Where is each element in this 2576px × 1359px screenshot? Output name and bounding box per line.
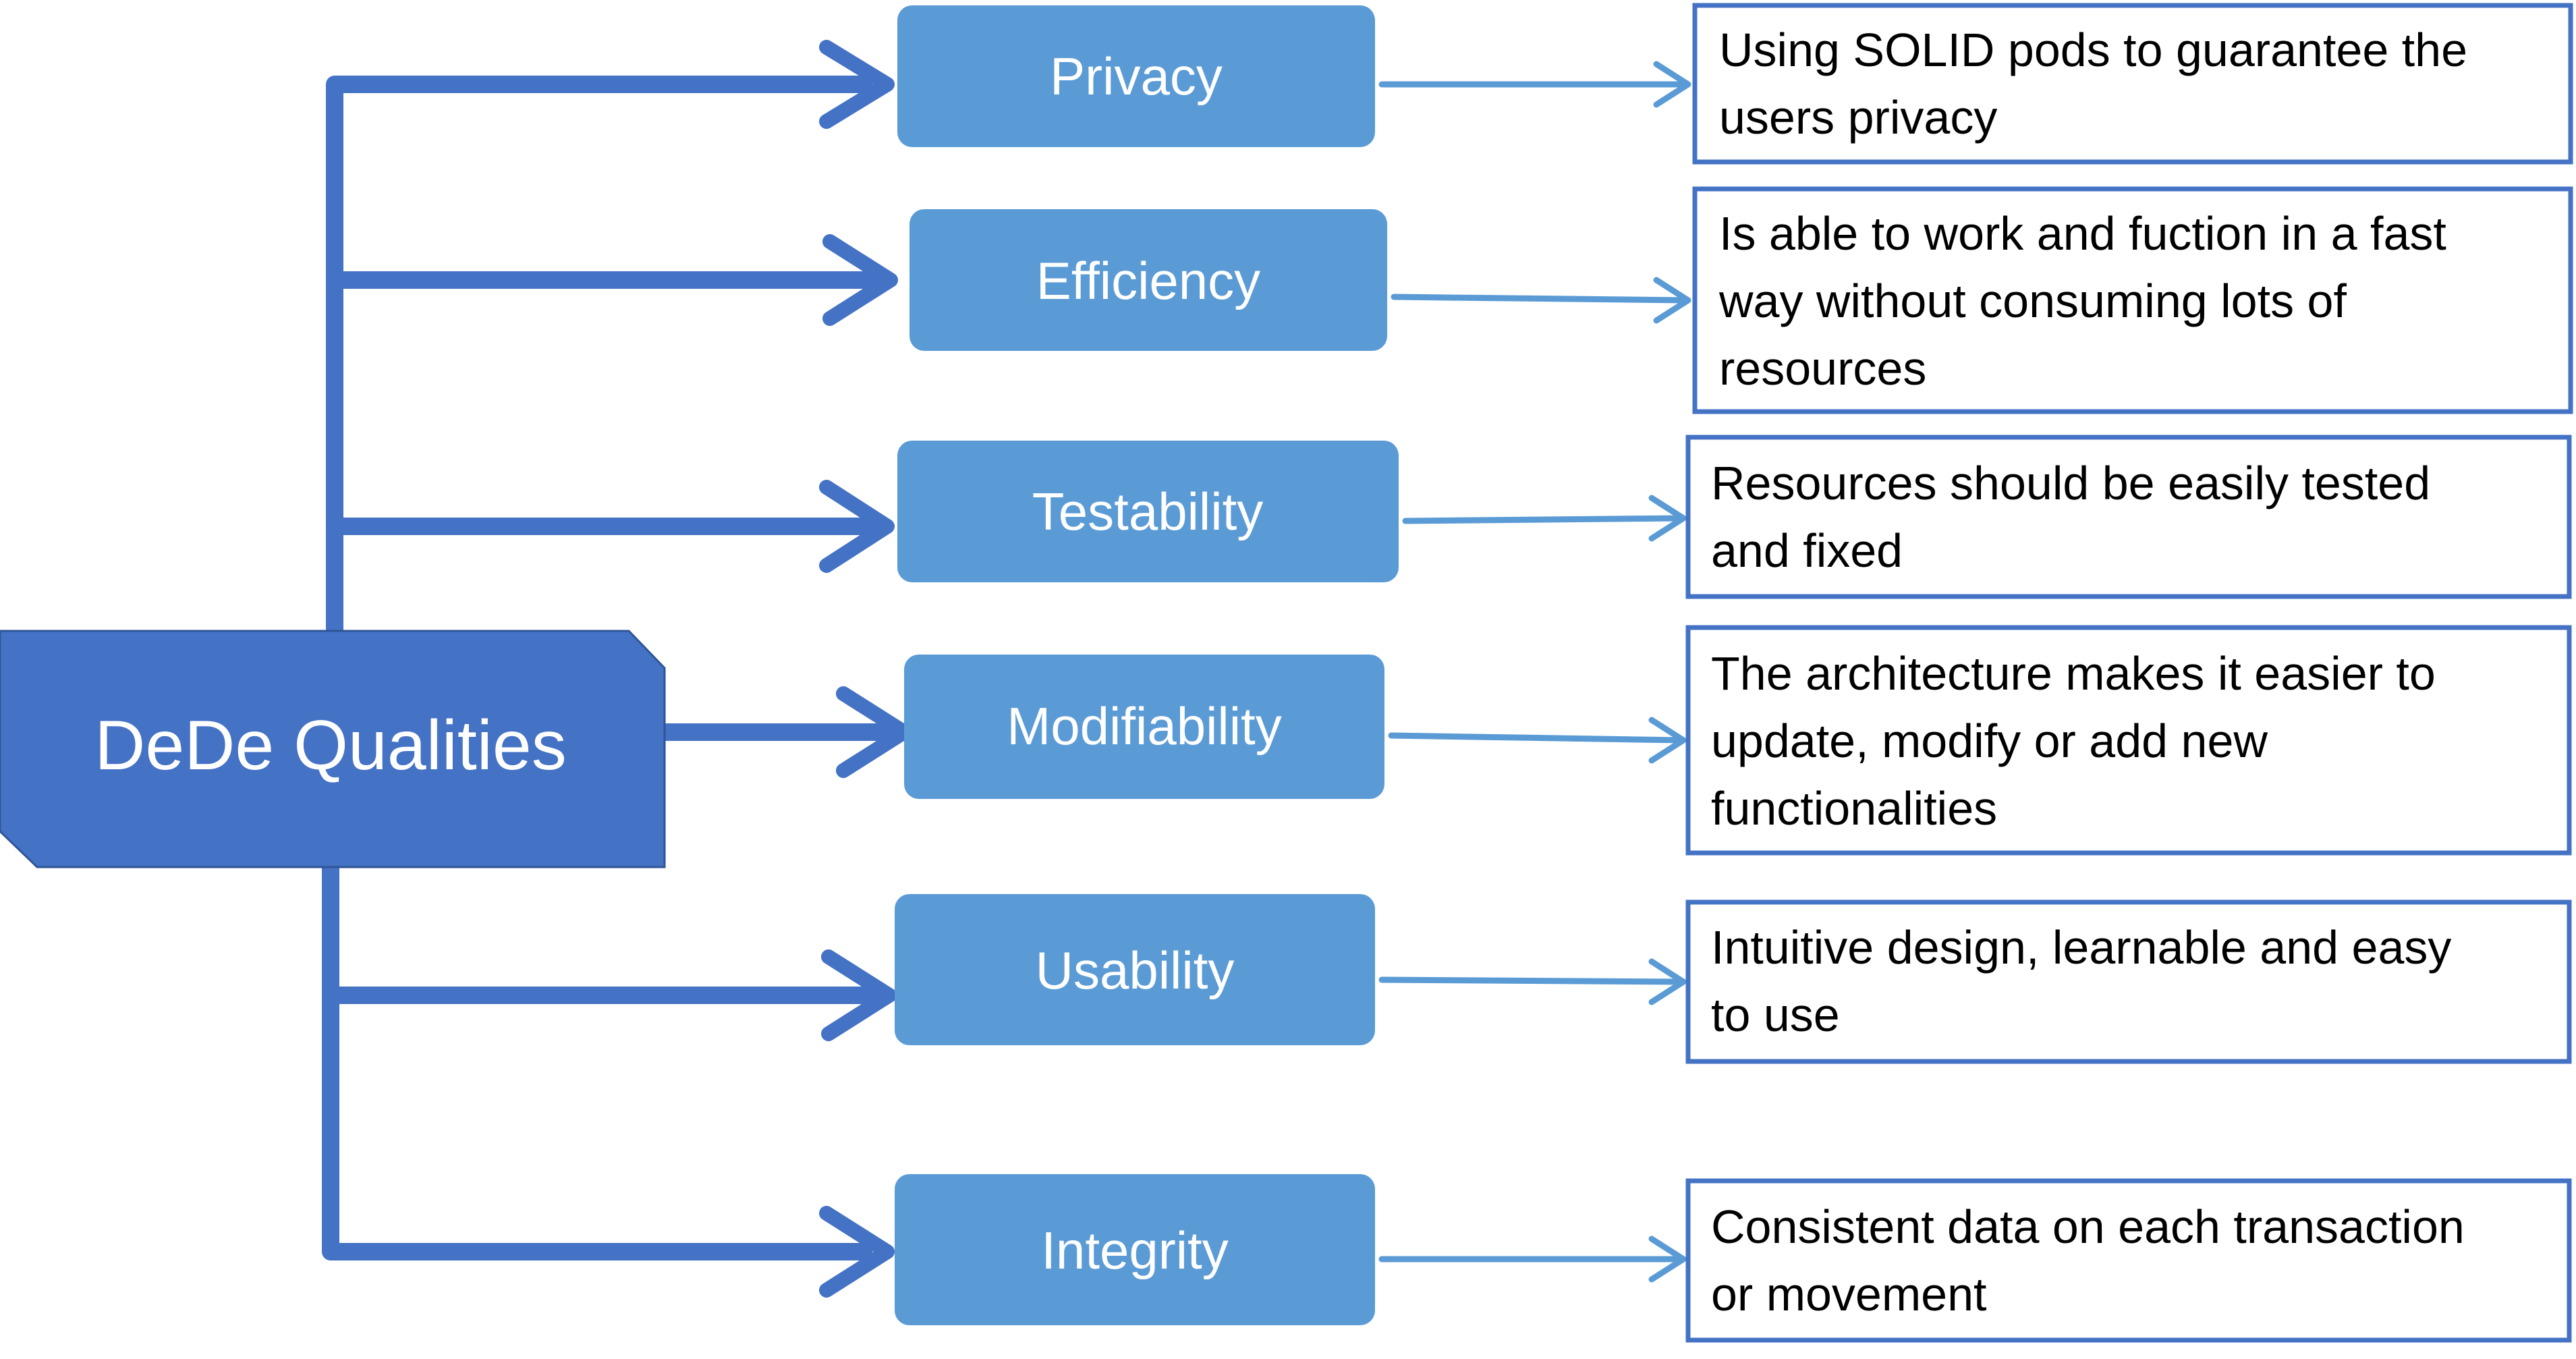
quality-label-usability: Usability xyxy=(1036,941,1235,1000)
description-line: update, modify or add new xyxy=(1711,715,2268,767)
description-text-usability: Intuitive design, learnable and easy to … xyxy=(1711,921,2465,1041)
description-boxes: Using SOLID pods to guarantee the users … xyxy=(1685,3,2573,1343)
description-line: Using SOLID pods to guarantee the xyxy=(1719,24,2467,76)
description-box xyxy=(1692,186,2573,414)
desc-arrowhead-efficiency xyxy=(1653,277,1691,324)
quality-box xyxy=(895,1174,1375,1325)
desc-arrowhead-modifiability xyxy=(1648,717,1687,764)
desc-arrow-shaft-testability xyxy=(1402,515,1685,524)
description-usability: Intuitive design, learnable and easy to … xyxy=(1685,899,2572,1064)
description-line: and fixed xyxy=(1711,524,1903,577)
description-line: or movement xyxy=(1711,1268,1986,1321)
description-line: Is able to work and fuction in a fast xyxy=(1719,207,2446,260)
description-box xyxy=(1685,625,2572,856)
arrowhead-integrity xyxy=(819,1206,895,1298)
description-line: The architecture makes it easier to xyxy=(1711,647,2436,700)
description-text-efficiency: Is able to work and fuction in a fast wa… xyxy=(1718,207,2459,395)
desc-arrow-shaft-modifiability xyxy=(1388,732,1685,744)
quality-node-efficiency: Efficiency xyxy=(909,209,1387,351)
quality-node-modifiability: Modifiability xyxy=(904,655,1384,799)
arrowhead-usability xyxy=(821,949,897,1041)
description-line: Intuitive design, learnable and easy xyxy=(1711,921,2451,974)
description-line: functionalities xyxy=(1711,782,1997,835)
description-arrows xyxy=(1378,61,1691,1283)
description-box xyxy=(1685,1178,2572,1343)
root-label: DeDe Qualities xyxy=(94,706,566,785)
description-efficiency: Is able to work and fuction in a fast wa… xyxy=(1692,186,2573,414)
quality-label-efficiency: Efficiency xyxy=(1036,251,1260,310)
desc-arrow-shaft-usability xyxy=(1378,976,1685,985)
description-line: Resources should be easily tested xyxy=(1711,457,2430,509)
description-box xyxy=(1692,3,2573,165)
desc-arrowhead-privacy xyxy=(1653,61,1691,108)
quality-box xyxy=(904,655,1384,799)
quality-nodes: Privacy Efficiency Testability Modifiabi… xyxy=(895,5,1399,1325)
desc-arrowhead-testability xyxy=(1648,495,1687,542)
trunk-upper xyxy=(326,76,872,640)
description-line: Consistent data on each transaction xyxy=(1711,1200,2465,1253)
quality-box xyxy=(909,209,1387,351)
desc-arrow-shaft-efficiency xyxy=(1391,294,1690,304)
description-testability: Resources should be easily tested and fi… xyxy=(1685,435,2572,599)
description-box xyxy=(1685,899,2572,1064)
arrowhead-efficiency xyxy=(822,234,898,326)
root-node: DeDe Qualities xyxy=(0,630,666,868)
quality-box xyxy=(897,5,1375,147)
quality-node-testability: Testability xyxy=(897,441,1399,582)
description-privacy: Using SOLID pods to guarantee the users … xyxy=(1692,3,2573,165)
description-text-modifiability: The architecture makes it easier to upda… xyxy=(1711,647,2448,835)
root-shape xyxy=(0,630,666,868)
description-box xyxy=(1685,435,2572,599)
description-integrity: Consistent data on each transaction or m… xyxy=(1685,1178,2572,1343)
quality-node-usability: Usability xyxy=(895,894,1375,1045)
description-line: way without consuming lots of xyxy=(1718,275,2347,327)
quality-box xyxy=(897,441,1399,582)
quality-label-modifiability: Modifiability xyxy=(1007,696,1281,756)
description-text-integrity: Consistent data on each transaction or m… xyxy=(1711,1200,2477,1321)
description-line: users privacy xyxy=(1719,91,1997,144)
quality-node-privacy: Privacy xyxy=(897,5,1375,147)
quality-box xyxy=(895,894,1375,1045)
quality-node-integrity: Integrity xyxy=(895,1174,1375,1325)
description-line: resources xyxy=(1719,342,1926,395)
description-modifiability: The architecture makes it easier to upda… xyxy=(1685,625,2572,856)
quality-label-privacy: Privacy xyxy=(1050,47,1223,106)
connector-lines xyxy=(322,40,912,1298)
arrowhead-testability xyxy=(819,480,895,573)
description-text-privacy: Using SOLID pods to guarantee the users … xyxy=(1719,24,2480,144)
desc-arrowhead-usability xyxy=(1648,958,1687,1005)
trunk-lower xyxy=(322,858,872,1260)
description-text-testability: Resources should be easily tested and fi… xyxy=(1711,457,2444,577)
desc-arrowhead-integrity xyxy=(1648,1236,1687,1283)
arrowhead-privacy xyxy=(819,40,895,129)
description-line: to use xyxy=(1711,989,1840,1041)
quality-label-integrity: Integrity xyxy=(1041,1221,1228,1280)
quality-label-testability: Testability xyxy=(1032,482,1263,541)
